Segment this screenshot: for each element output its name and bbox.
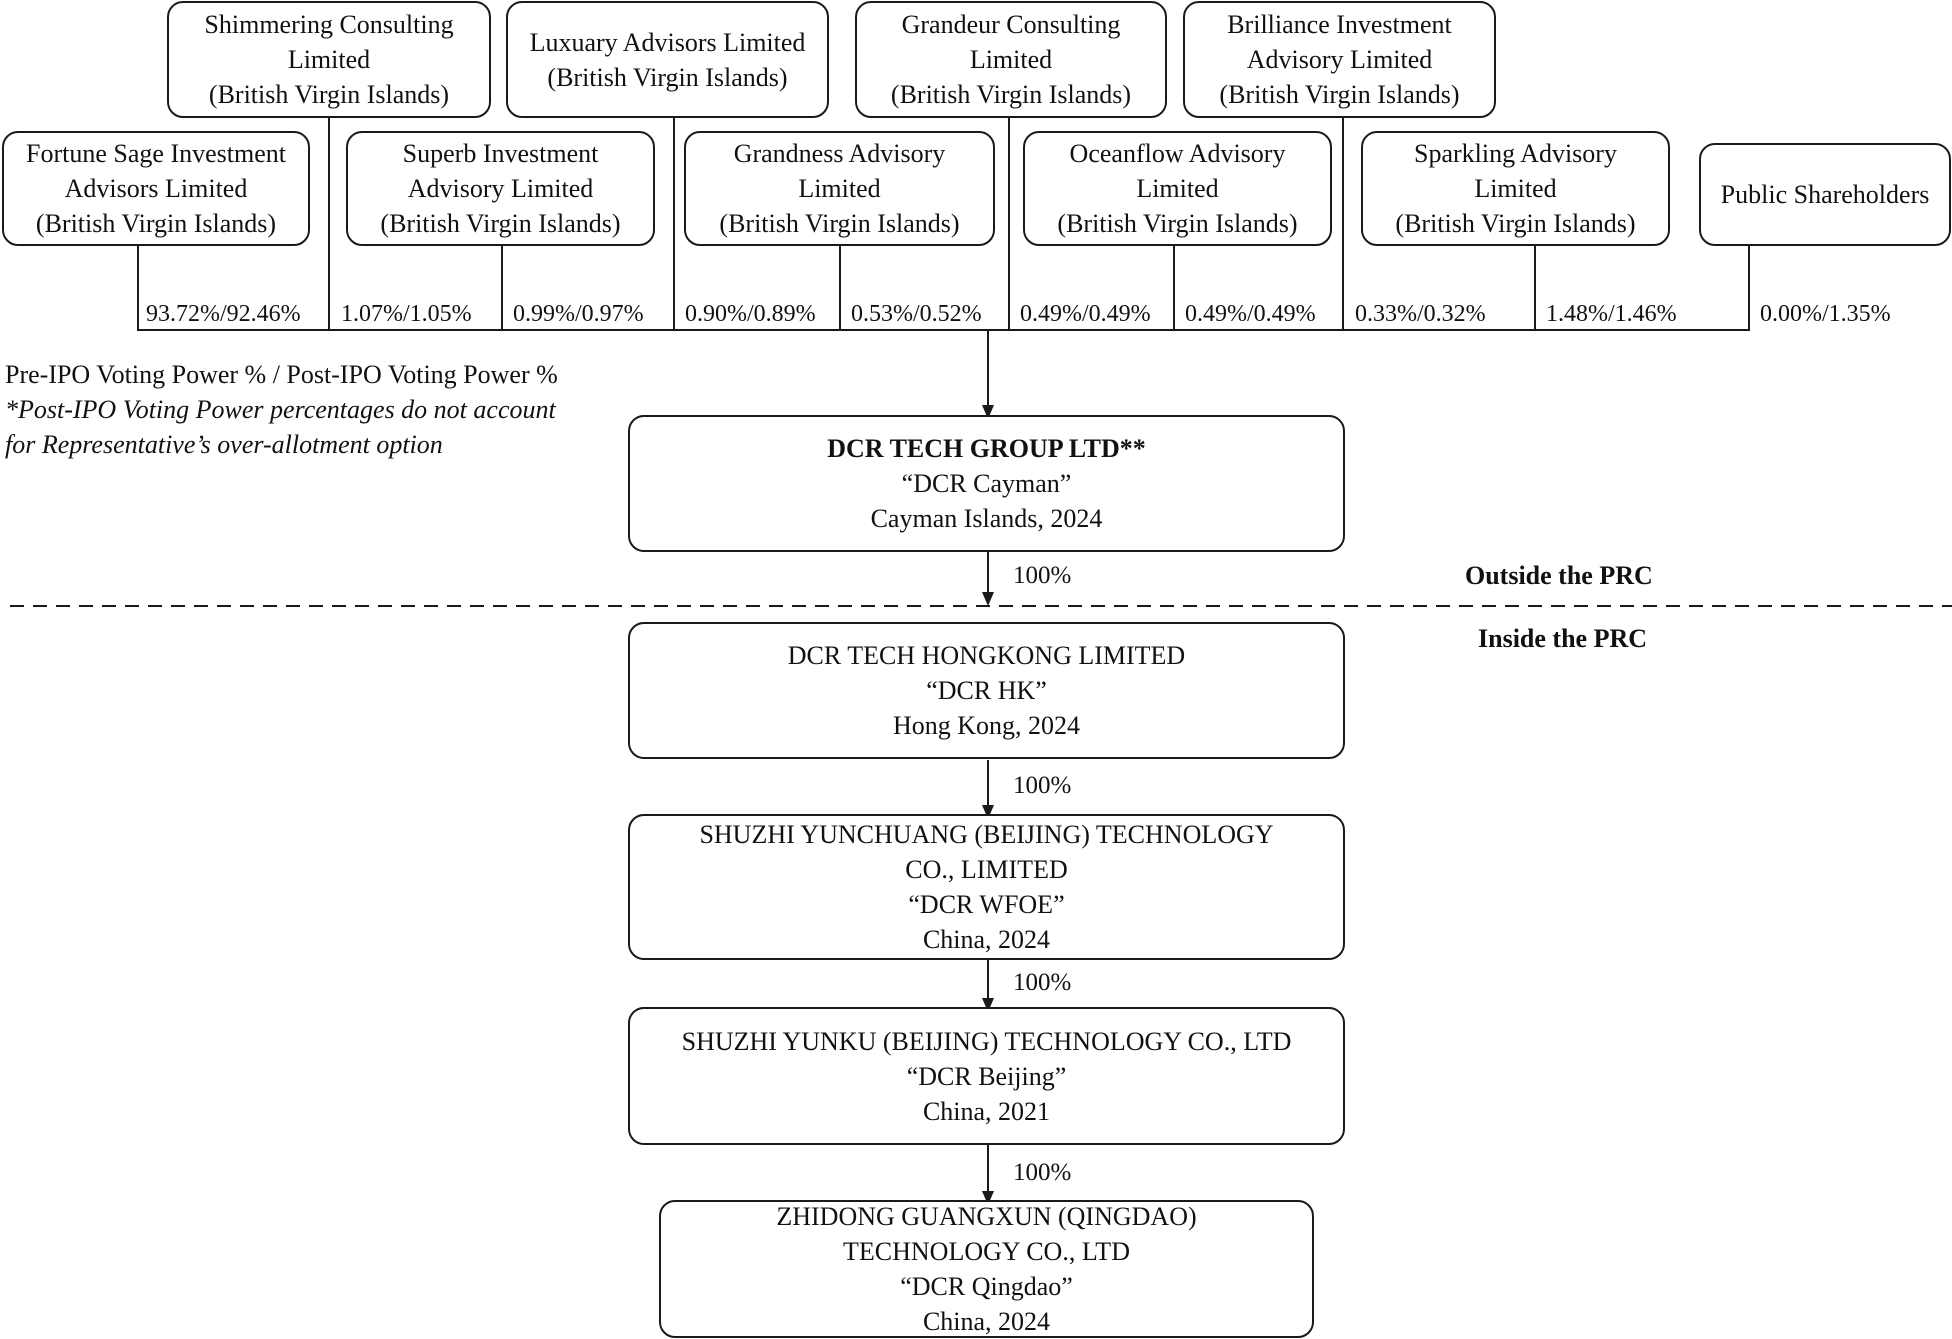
shareholder-box-brilliance: Brilliance Investment Advisory Limited (… (1183, 1, 1496, 118)
shareholder-box-grandness: Grandness Advisory Limited (British Virg… (684, 131, 995, 246)
entity-box-dcr-beijing: SHUZHI YUNKU (BEIJING) TECHNOLOGY CO., L… (628, 1007, 1345, 1145)
pct-wfoe-to-beijing: 100% (1013, 969, 1072, 996)
pct-oceanflow: 0.49%/0.49% (1185, 301, 1316, 327)
legend-line-3: for Representative’s over-allotment opti… (5, 430, 443, 459)
entity-box-dcr-cayman: DCR TECH GROUP LTD** “DCR Cayman” Cayman… (628, 415, 1345, 552)
shareholder-box-oceanflow: Oceanflow Advisory Limited (British Virg… (1023, 131, 1332, 246)
pct-shimmering: 1.07%/1.05% (341, 301, 472, 327)
region-label-inside-prc: Inside the PRC (1478, 624, 1648, 653)
pct-public: 0.00%/1.35% (1760, 301, 1891, 327)
pct-fortune-sage: 93.72%/92.46% (146, 301, 301, 327)
entity-box-dcr-qingdao: ZHIDONG GUANGXUN (QINGDAO) TECHNOLOGY CO… (659, 1200, 1314, 1338)
pct-cayman-to-hk: 100% (1013, 562, 1072, 589)
legend-note: Pre-IPO Voting Power % / Post-IPO Voting… (5, 357, 558, 462)
pct-beijing-to-qingdao: 100% (1013, 1159, 1072, 1186)
region-label-outside-prc: Outside the PRC (1465, 561, 1653, 590)
pct-brilliance: 0.33%/0.32% (1355, 301, 1486, 327)
shareholder-box-fortune-sage: Fortune Sage Investment Advisors Limited… (2, 131, 310, 246)
pct-grandness: 0.53%/0.52% (851, 301, 982, 327)
entity-box-dcr-wfoe: SHUZHI YUNCHUANG (BEIJING) TECHNOLOGY CO… (628, 814, 1345, 960)
entity-name-dcr-cayman: DCR TECH GROUP LTD** (827, 434, 1146, 463)
pct-hk-to-wfoe: 100% (1013, 772, 1072, 799)
pct-grandeur: 0.49%/0.49% (1020, 301, 1151, 327)
legend-line-1: Pre-IPO Voting Power % / Post-IPO Voting… (5, 360, 558, 389)
shareholder-box-superb: Superb Investment Advisory Limited (Brit… (346, 131, 655, 246)
pct-superb: 0.99%/0.97% (513, 301, 644, 327)
entity-alias-dcr-cayman: “DCR Cayman” (901, 469, 1072, 498)
shareholder-box-public: Public Shareholders (1699, 143, 1951, 246)
shareholder-box-luxuary: Luxuary Advisors Limited (British Virgin… (506, 1, 829, 118)
pct-sparkling: 1.48%/1.46% (1546, 301, 1677, 327)
legend-line-2: *Post-IPO Voting Power percentages do no… (5, 395, 556, 424)
entity-place-dcr-cayman: Cayman Islands, 2024 (870, 504, 1103, 533)
entity-box-dcr-hk: DCR TECH HONGKONG LIMITED “DCR HK” Hong … (628, 622, 1345, 759)
shareholder-box-grandeur: Grandeur Consulting Limited (British Vir… (855, 1, 1167, 118)
shareholder-box-sparkling: Sparkling Advisory Limited (British Virg… (1361, 131, 1670, 246)
shareholder-box-shimmering: Shimmering Consulting Limited (British V… (167, 1, 491, 118)
pct-luxuary: 0.90%/0.89% (685, 301, 816, 327)
